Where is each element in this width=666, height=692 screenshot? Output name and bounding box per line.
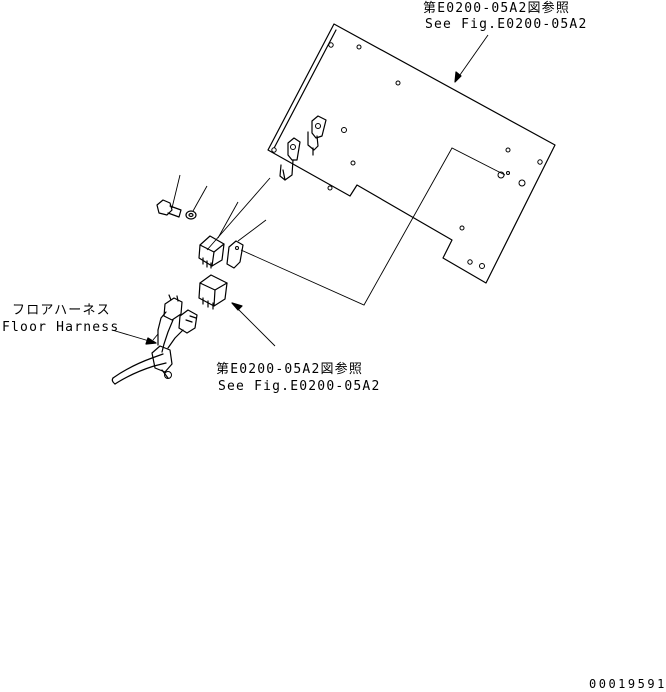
top-leader xyxy=(454,34,489,83)
floor-harness-cable xyxy=(111,329,173,385)
clip xyxy=(226,219,267,269)
drawing-number: 00019591 xyxy=(589,677,666,691)
bolt xyxy=(156,174,182,218)
floor-harness-label-jp: フロアハーネス xyxy=(12,303,111,318)
mounting-plate xyxy=(267,23,556,284)
top-reference-jp: 第E0200-05A2図参照 xyxy=(423,1,571,16)
routing-lines xyxy=(206,147,506,306)
top-reference-en: See Fig.E0200-05A2 xyxy=(425,17,588,32)
lower-reference-jp: 第E0200-05A2図参照 xyxy=(216,362,364,377)
harness-connectors xyxy=(157,294,198,353)
lower-reference-en: See Fig.E0200-05A2 xyxy=(218,379,381,394)
terminal-tabs xyxy=(279,115,327,181)
relay-lower xyxy=(198,274,276,347)
floor-harness-label-en: Floor Harness xyxy=(2,320,120,335)
washer xyxy=(185,185,208,220)
relay-upper xyxy=(198,201,239,269)
